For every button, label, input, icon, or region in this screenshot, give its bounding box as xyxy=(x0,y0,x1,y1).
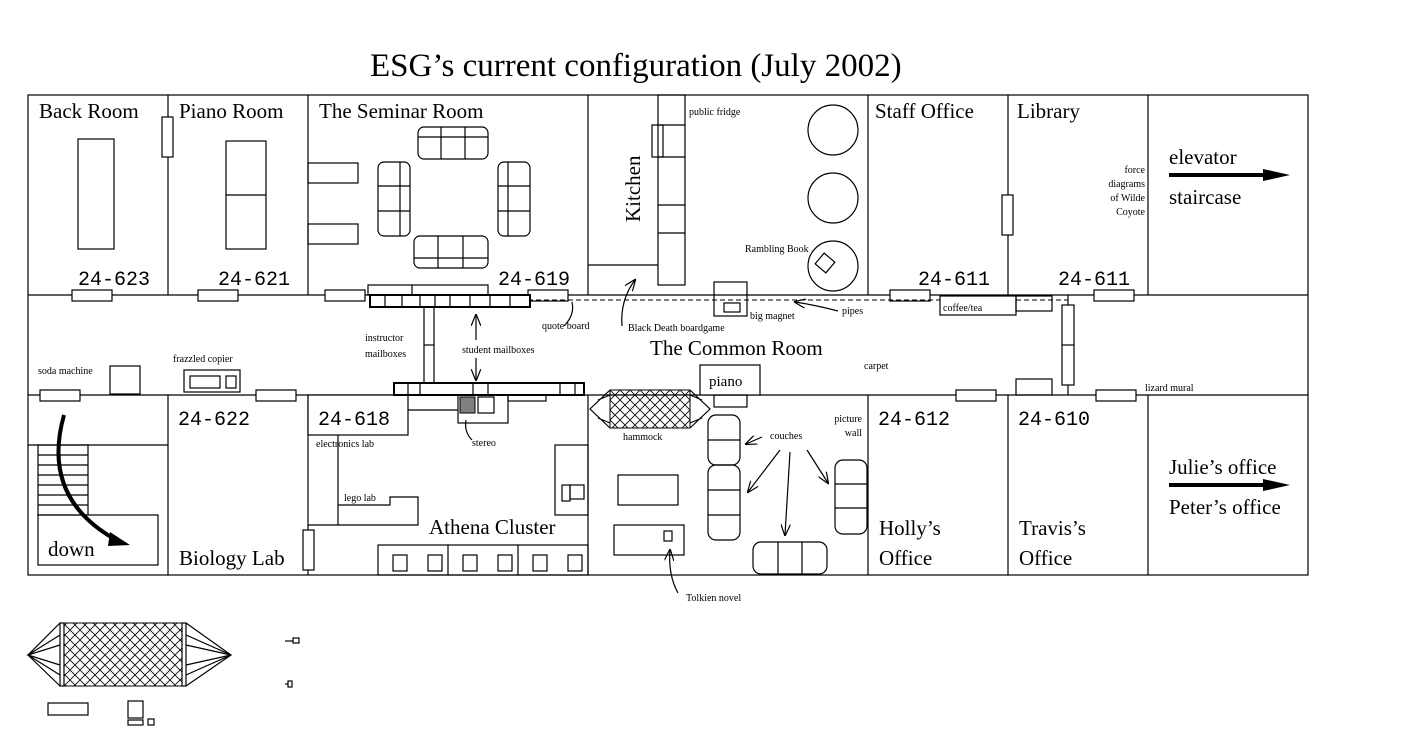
stereo-icon xyxy=(459,396,476,414)
label-coffee-tea: coffee/tea xyxy=(943,303,983,314)
rambling-book-icon xyxy=(814,252,836,274)
computer-icon xyxy=(127,700,144,719)
label-staircase: staircase xyxy=(1169,185,1241,209)
walls xyxy=(27,94,1309,576)
room-name-holly-2: Office xyxy=(879,546,932,570)
table-tolkien xyxy=(613,524,685,556)
room-name-travis-1: Travis’s xyxy=(1019,516,1086,540)
arrowhead-icon xyxy=(1263,169,1290,181)
svg-text:force: force xyxy=(1124,165,1145,176)
stereo-cabinet xyxy=(457,394,509,424)
room-number-library: 24-611 xyxy=(1058,269,1130,292)
table xyxy=(617,474,679,506)
room-name-travis-2: Office xyxy=(1019,546,1072,570)
room-number-travis: 24-610 xyxy=(1018,409,1090,432)
kitchen-counter xyxy=(657,94,686,286)
label-couches: couches xyxy=(770,431,802,442)
room-number-piano-room: 24-621 xyxy=(218,269,290,292)
label-pipes: pipes xyxy=(842,306,863,317)
big-magnet-icon xyxy=(723,302,741,313)
label-public-fridge: public fridge xyxy=(689,107,741,118)
svg-text:wall: wall xyxy=(845,428,862,439)
room-number-staff-office: 24-611 xyxy=(918,269,990,292)
table-round xyxy=(807,104,859,156)
label-lizard-mural: lizard mural xyxy=(1145,383,1194,394)
room-number-holly: 24-612 xyxy=(878,409,950,432)
label-electronics-lab: electronics lab xyxy=(316,439,374,450)
svg-text:of Wilde: of Wilde xyxy=(1110,193,1145,204)
table-round xyxy=(807,240,859,292)
room-name-staff-office: Staff Office xyxy=(875,99,974,123)
room-name-athena-cluster: Athena Cluster xyxy=(429,515,556,539)
label-black-death-boardgame: Black Death boardgame xyxy=(628,323,725,334)
label-piano: piano xyxy=(709,374,742,390)
arrowhead-icon xyxy=(108,532,130,546)
room-name-common-room: The Common Room xyxy=(650,336,823,360)
label-quote-board: quote board xyxy=(542,321,590,332)
seminar-couches xyxy=(307,126,531,269)
down-arrow-icon xyxy=(56,414,121,544)
label-down: down xyxy=(48,537,95,561)
copier xyxy=(183,369,241,393)
label-rambling-book: Rambling Book xyxy=(745,244,809,255)
staircase xyxy=(37,444,159,566)
table-round xyxy=(807,172,859,224)
svg-text:picture: picture xyxy=(834,414,862,425)
room-name-kitchen: Kitchen xyxy=(621,155,645,222)
label-elevator: elevator xyxy=(1169,145,1237,169)
couches xyxy=(707,414,868,575)
workstation xyxy=(554,444,589,516)
room-number-biology-lab: 24-622 xyxy=(178,409,250,432)
room-number-back-room: 24-623 xyxy=(78,269,150,292)
label-force-diagrams: force diagrams of Wilde Coyote xyxy=(1108,165,1145,218)
athena-workstations xyxy=(377,544,589,576)
label-frazzled-copier: frazzled copier xyxy=(173,354,233,365)
big-magnet-box xyxy=(713,281,748,317)
room-name-library: Library xyxy=(1017,99,1080,123)
label-student-mailboxes: student mailboxes xyxy=(462,345,535,356)
hammock-large xyxy=(25,622,233,687)
label-julies-office: Julie’s office xyxy=(1169,455,1277,479)
room-name-holly-1: Holly’s xyxy=(879,516,941,540)
room-number-electronics: 24-618 xyxy=(318,409,390,432)
label-tolkien-novel: Tolkien novel xyxy=(686,593,741,604)
svg-text:Coyote: Coyote xyxy=(1116,207,1145,218)
svg-text:instructor: instructor xyxy=(365,333,404,344)
book-icon xyxy=(663,530,673,542)
page-title: ESG’s current configuration (July 2002) xyxy=(370,48,902,84)
room-name-seminar-room: The Seminar Room xyxy=(319,99,483,123)
instructor-mailboxes xyxy=(367,284,585,396)
label-hammock: hammock xyxy=(623,432,662,443)
label-big-magnet: big magnet xyxy=(750,311,795,322)
label-stereo: stereo xyxy=(472,438,496,449)
table xyxy=(77,138,115,250)
room-name-biology-lab: Biology Lab xyxy=(179,546,285,570)
label-peters-office: Peter’s office xyxy=(1169,495,1281,519)
label-carpet: carpet xyxy=(864,361,889,372)
svg-text:mailboxes: mailboxes xyxy=(365,349,406,360)
svg-text:diagrams: diagrams xyxy=(1108,179,1145,190)
label-lego-lab: lego lab xyxy=(344,493,376,504)
label-picture-wall: picture wall xyxy=(834,414,862,439)
label-instructor-mailboxes: instructor mailboxes xyxy=(365,333,406,360)
room-number-seminar-room: 24-619 xyxy=(498,269,570,292)
room-name-back-room: Back Room xyxy=(39,99,139,123)
label-soda-machine: soda machine xyxy=(38,366,93,377)
soda-machine xyxy=(109,365,141,395)
room-name-piano-room: Piano Room xyxy=(179,99,283,123)
room-number-box xyxy=(307,394,409,436)
computer-icon xyxy=(477,396,495,414)
arrowhead-icon xyxy=(1263,479,1290,491)
hammock xyxy=(589,389,711,429)
